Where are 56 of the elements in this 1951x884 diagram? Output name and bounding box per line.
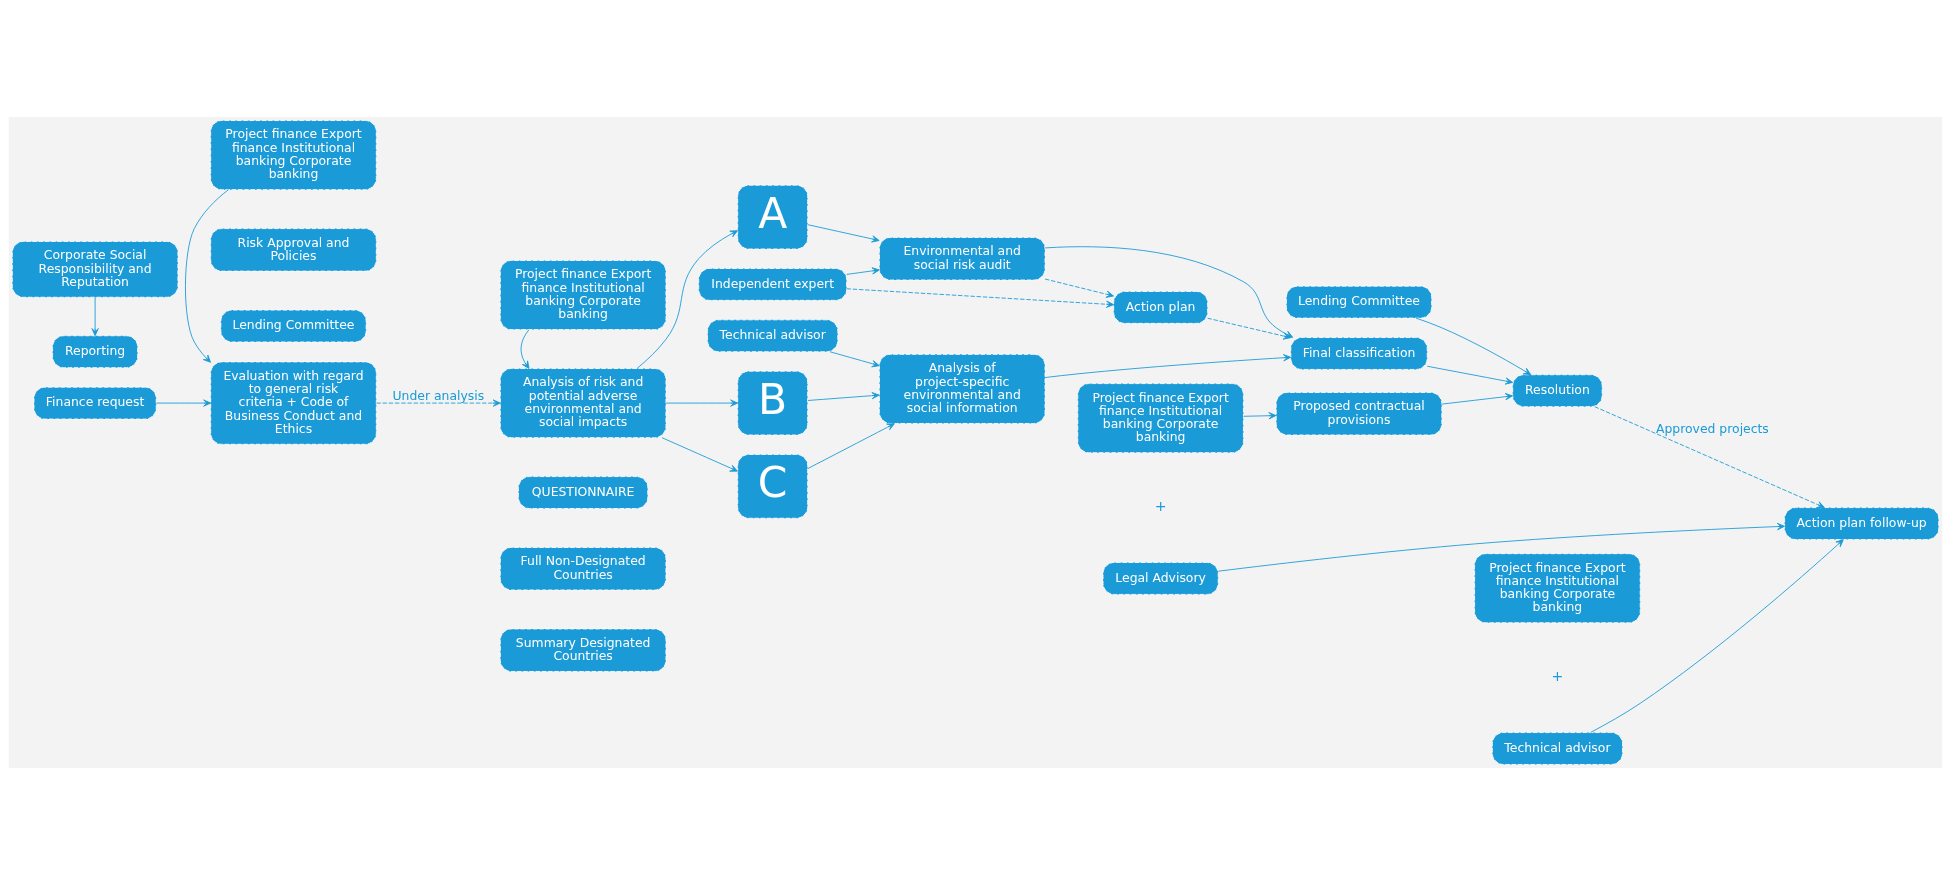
arrow: [829, 350, 880, 367]
arrow: [1044, 353, 1292, 378]
node-box: Corporate Social Responsibility and Reputation: [11, 240, 179, 298]
node-box: Finance request: [33, 386, 157, 419]
arrow: [807, 223, 880, 242]
arrow: [185, 188, 229, 363]
node-box: Full Non-Designated Countries: [499, 546, 667, 590]
arrow: [91, 296, 99, 336]
arrow: [1217, 522, 1785, 572]
node-box: B: [737, 370, 809, 435]
node-box: Proposed contractual provisions: [1275, 391, 1443, 435]
node-box: Project finance Export finance Institutional banking Corporate banking: [210, 119, 377, 190]
arrow: [1594, 405, 1825, 508]
arrow: [1415, 317, 1532, 375]
arrow: [636, 229, 738, 369]
arrow: [1044, 278, 1114, 298]
arrow: [520, 328, 530, 369]
node-box: Environmental and social risk audit: [878, 236, 1046, 280]
arrow: [661, 436, 738, 472]
edge-label: Approved projects: [1655, 420, 1769, 436]
arrow: [376, 398, 501, 407]
arrow: [665, 398, 739, 407]
node-box: Action plan: [1113, 290, 1208, 324]
node-box: Analysis of risk and potential adverse environmental and social impacts: [499, 367, 667, 438]
arrow: [807, 391, 880, 401]
arrow: [1243, 411, 1277, 419]
edge-label: Under analysis: [392, 387, 485, 403]
node-box: Lending Committee: [1285, 285, 1433, 318]
node-box: Resolution: [1512, 373, 1603, 407]
label: +: [1154, 497, 1167, 514]
node-box: Technical advisor: [707, 318, 839, 352]
label: +: [1551, 667, 1564, 684]
node-box: A: [737, 184, 809, 249]
arrow: [1426, 365, 1514, 385]
arrow: [155, 398, 212, 407]
node-box: Final classification: [1290, 336, 1428, 370]
node-box: Reporting: [52, 334, 139, 368]
node-box: Legal Advisory: [1102, 561, 1219, 595]
node-box: Lending Committee: [220, 309, 367, 342]
arrow: [1590, 538, 1844, 733]
node-box: Project finance Export finance Institutional banking Corporate banking: [499, 259, 667, 330]
node-box: C: [737, 453, 809, 519]
arrow: [846, 266, 880, 275]
node-box: QUESTIONNAIRE: [518, 475, 649, 509]
arrow: [846, 287, 1115, 308]
node-box: Project finance Export finance Institutional banking Corporate banking: [1077, 382, 1244, 453]
node-box: Action plan follow-up: [1784, 506, 1940, 540]
node-box: Summary Designated Countries: [499, 628, 667, 672]
arrow: [1441, 392, 1513, 405]
node-box: Independent expert: [698, 267, 848, 301]
node-box: Evaluation with regard to general risk criteria + Code of Business Conduct and Ethics: [210, 360, 377, 445]
node-box: Technical advisor: [1491, 731, 1623, 765]
node-box: Risk Approval and Policies: [210, 227, 377, 272]
arrow: [807, 422, 895, 469]
node-box: Analysis of project-specific environmental and social information: [878, 353, 1046, 424]
node-box: Project finance Export finance Institutional banking Corporate banking: [1474, 552, 1641, 623]
